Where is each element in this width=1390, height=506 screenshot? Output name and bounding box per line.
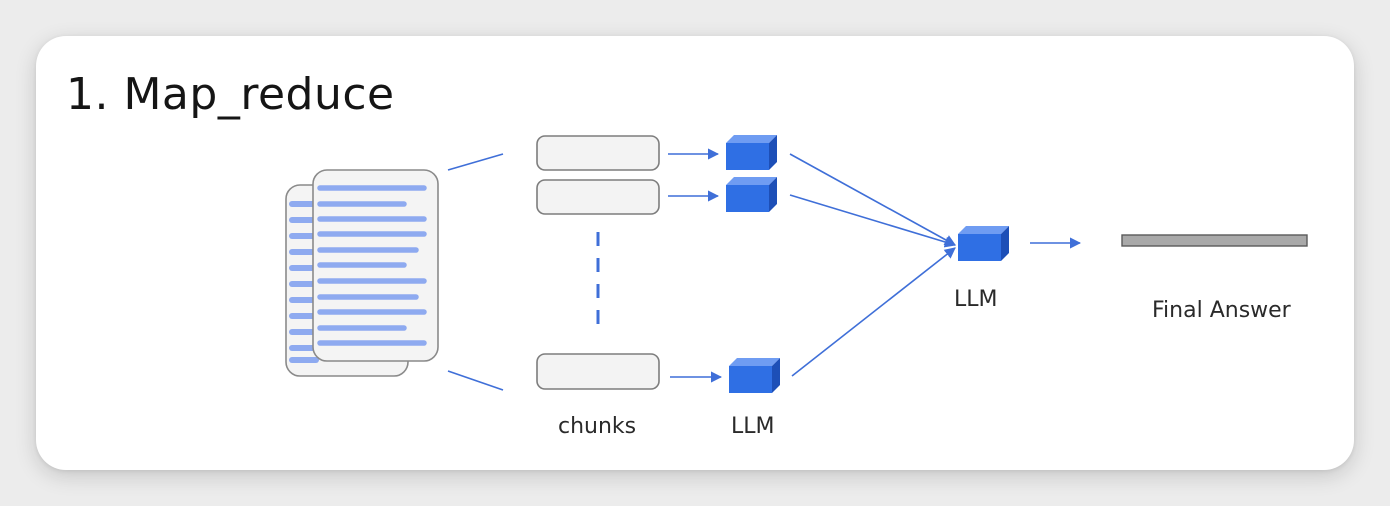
map-llm-cube-icon-2 xyxy=(726,177,777,212)
split-line-bottom xyxy=(447,370,504,391)
document-stack-icon xyxy=(285,169,439,377)
chunk-3 xyxy=(536,353,660,390)
diagram-title: 1. Map_reduce xyxy=(66,69,395,120)
reduce-llm-label: LLM xyxy=(954,287,998,312)
diagram-card xyxy=(36,36,1354,470)
final-answer-label: Final Answer xyxy=(1152,298,1291,323)
chunks-label: chunks xyxy=(558,414,637,439)
map-to-reduce-arrow-1 xyxy=(789,153,956,246)
chunk-1 xyxy=(536,135,660,171)
reduce-llm-cube-icon xyxy=(958,226,1009,261)
document-front-page xyxy=(312,169,439,362)
map-to-reduce-arrow-2 xyxy=(789,194,957,248)
map-llm-label: LLM xyxy=(731,414,775,439)
map-llm-cube-icon-1 xyxy=(726,135,777,170)
map-llm-cube-icon-3 xyxy=(729,358,780,393)
chunk-2 xyxy=(536,179,660,215)
final-answer-bar xyxy=(1121,234,1308,247)
split-line-top xyxy=(447,153,504,171)
map-to-reduce-arrow-3 xyxy=(791,247,956,377)
